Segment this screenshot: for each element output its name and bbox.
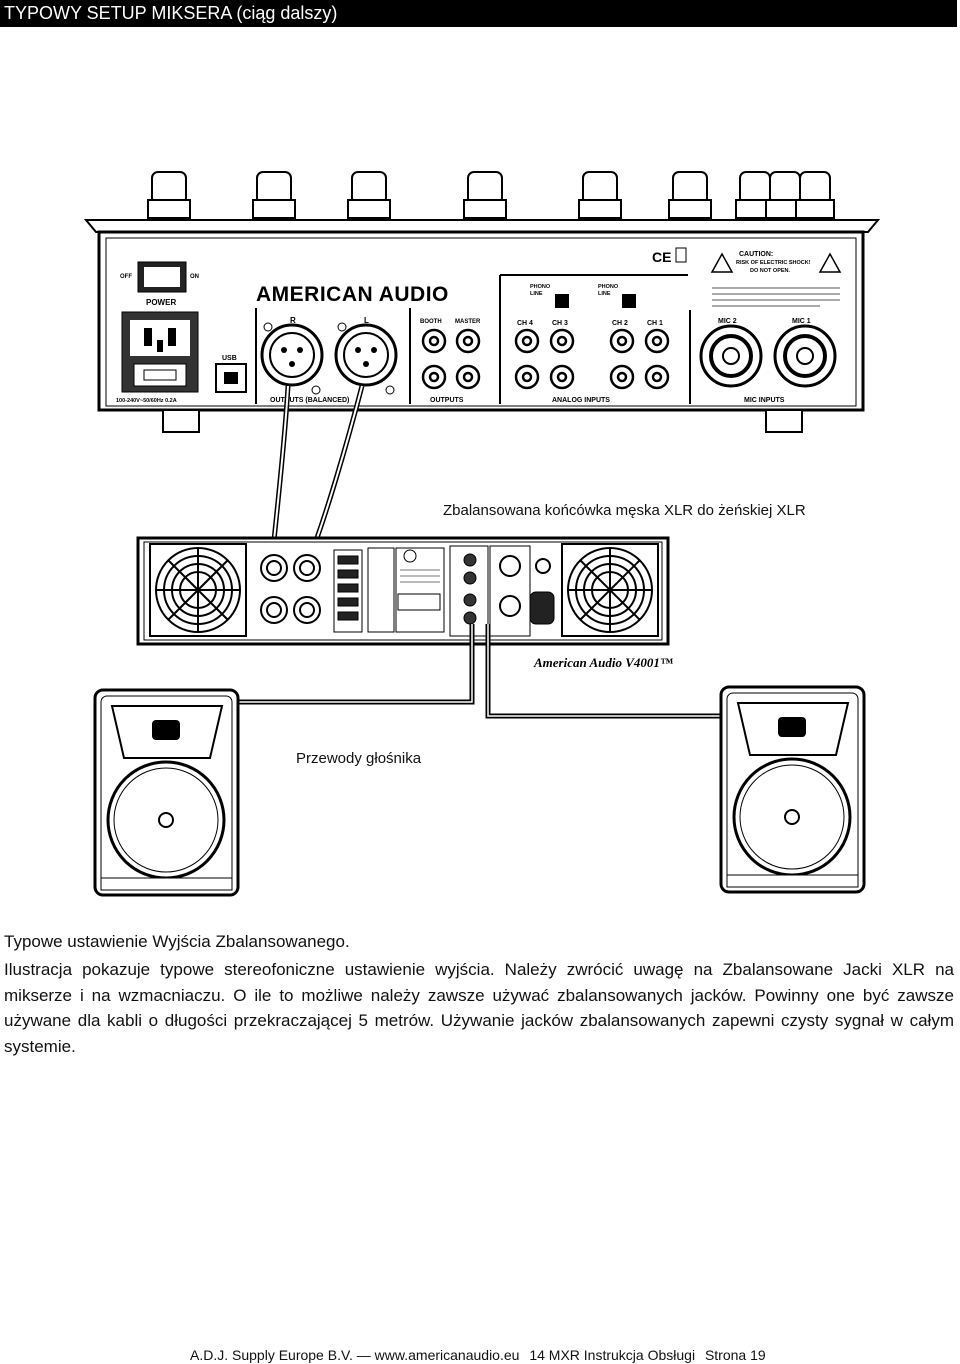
jack-label-l: L (364, 316, 369, 325)
jack-label-master: MASTER (455, 319, 481, 325)
jack-label-r: R (290, 316, 296, 325)
speaker-wires (236, 624, 722, 719)
page-header: TYPOWY SETUP MIKSERA (ciąg dalszy) (0, 0, 957, 27)
caution-line2: DO NOT OPEN. (750, 268, 791, 274)
footer-manual: 14 MXR Instrukcja Obsługi (529, 1347, 696, 1363)
page-footer: A.D.J. Supply Europe B.V. — www.american… (190, 1347, 772, 1363)
on-label: ON (190, 274, 199, 280)
amplifier-model: American Audio V4001™ (533, 655, 673, 670)
caption-paragraph: Ilustracja pokazuje typowe stereofoniczn… (4, 957, 954, 1059)
voltage-label: 100-240V~50/60Hz 0.2A (116, 398, 177, 404)
header-title: TYPOWY SETUP MIKSERA (ciąg dalszy) (4, 3, 338, 23)
amp-fan-left (149, 543, 247, 637)
section-outputs-balanced: OUTPUTS (BALANCED) (270, 397, 349, 404)
line-label-2: LINE (598, 291, 611, 297)
jack-label-ch1: CH 1 (647, 320, 663, 327)
jack-label-mic1: MIC 1 (792, 318, 811, 325)
off-label: OFF (120, 274, 132, 280)
mixer-mic-inputs: MIC 2 MIC 1 (699, 318, 837, 388)
mixer-xlr-outputs: R L (260, 316, 398, 395)
line-label-1: LINE (530, 291, 543, 297)
caution-line1: RISK OF ELECTRIC SHOCK! (736, 260, 811, 266)
jack-label-ch4: CH 4 (517, 320, 533, 327)
footer-company: A.D.J. Supply Europe B.V. — www.american… (190, 1347, 520, 1363)
svg-text:CE: CE (652, 249, 671, 265)
amp-xlr-inputs (260, 554, 321, 624)
caution-title: CAUTION: (739, 251, 773, 258)
usb-label: USB (222, 355, 237, 362)
phono-label-1: PHONO (530, 284, 551, 290)
jack-label-ch2: CH 2 (612, 320, 628, 327)
mixer-rca-inputs (514, 328, 670, 390)
power-label: POWER (146, 298, 176, 307)
xlr-cables (269, 385, 365, 563)
caption-text: Ilustracja pokazuje typowe stereofoniczn… (4, 960, 954, 1056)
section-outputs: OUTPUTS (430, 397, 464, 404)
amp-fan-right (561, 543, 659, 637)
speaker-right (719, 685, 866, 894)
xlr-cable-label: Zbalansowana końcówka męska XLR do żeńsk… (443, 502, 806, 519)
speaker-wires-label: Przewody głośnika (296, 750, 422, 767)
mixer-rear-panel: OFF ON POWER USB 100-240V~50/60Hz 0.2A A… (83, 171, 881, 433)
mixer-brand: AMERICAN AUDIO (256, 283, 449, 306)
amplifier-rear-panel: American Audio V4001™ (136, 536, 673, 670)
jack-label-mic2: MIC 2 (718, 318, 737, 325)
section-analog-inputs: ANALOG INPUTS (552, 397, 610, 404)
caption-title: Typowe ustawienie Wyjścia Zbalansowanego… (4, 932, 350, 951)
phono-label-2: PHONO (598, 284, 619, 290)
jack-label-booth: BOOTH (420, 319, 442, 325)
jack-label-ch3: CH 3 (552, 320, 568, 327)
mixer-knobs (147, 171, 835, 219)
mixer-rca-outputs (421, 328, 481, 390)
speaker-left (93, 688, 240, 897)
footer-page: Strona 19 (704, 1347, 766, 1363)
section-mic-inputs: MIC INPUTS (744, 397, 785, 404)
